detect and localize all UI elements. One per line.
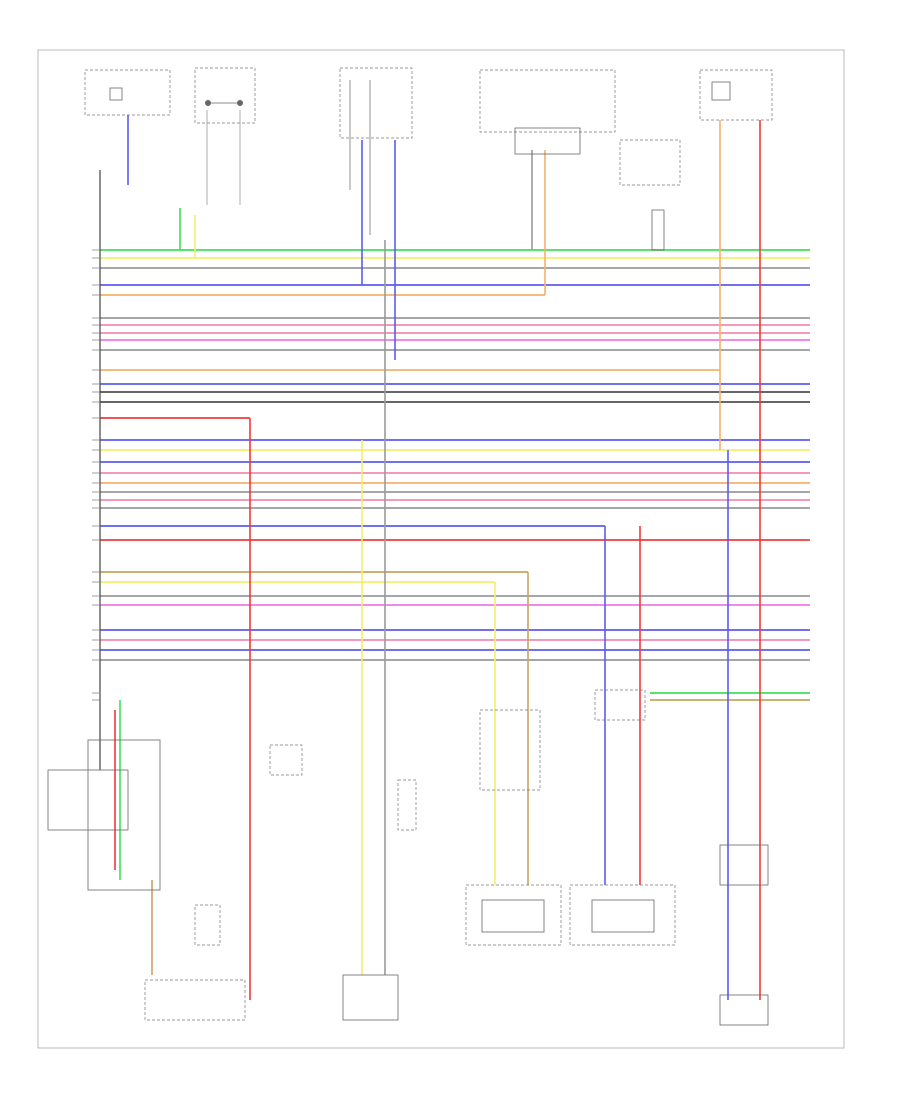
component-bottom-left-sensor — [47, 739, 161, 891]
component-top-4 — [479, 69, 616, 155]
component-mid-2 — [479, 689, 646, 791]
component-mid-1 — [269, 744, 417, 831]
component-bottom-4 — [569, 884, 676, 946]
component-bottom-2 — [342, 974, 399, 1021]
component-bottom-5 — [719, 844, 769, 1026]
component-top-2 — [194, 67, 256, 205]
component-top-5 — [699, 69, 773, 121]
component-bottom-1 — [144, 904, 246, 1021]
component-top-3 — [339, 67, 413, 235]
module-pin-labels — [92, 249, 100, 701]
diagram-border — [37, 49, 845, 1049]
horizontal-wire-bus — [100, 249, 810, 701]
control-module — [92, 170, 101, 770]
vertical-wire-drops — [114, 115, 761, 1000]
component-bottom-3 — [465, 884, 562, 946]
component-top-6 — [619, 139, 681, 251]
component-top-1 — [84, 69, 171, 116]
